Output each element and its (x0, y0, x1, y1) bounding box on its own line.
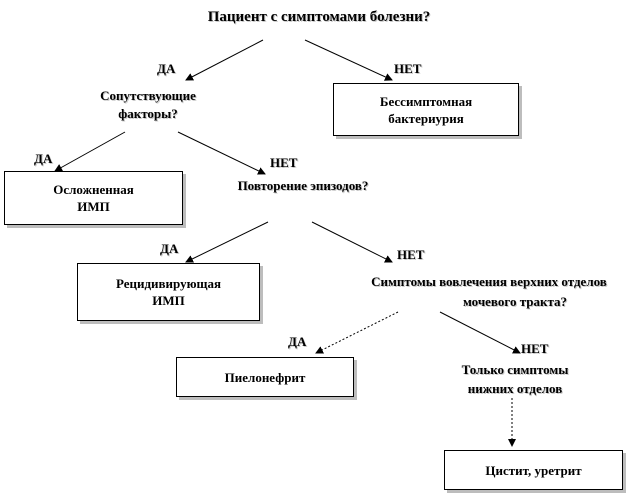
recurrence-question: Повторение эпизодов? (237, 178, 369, 193)
arrow-comorbid-yes (54, 131, 126, 172)
comorbid-question: Сопутствующие факторы? (78, 87, 218, 123)
pyelonephritis-label: Пиелонефрит (224, 369, 306, 385)
recurrent-line-2: ИМП (152, 293, 185, 308)
no-label-recurrence: НЕТ (397, 247, 425, 262)
asymptomatic-line-2: бактериурия (388, 110, 464, 126)
pyelonephritis-box: Пиелонефрит (176, 357, 354, 397)
arrow-root-no (304, 39, 393, 81)
asymptomatic-line-1: Бессимптомная (379, 93, 473, 109)
arrow-comorbid-no (177, 131, 266, 175)
cystitis-box: Цистит, уретрит (444, 450, 623, 490)
asymptomatic-box: Бессимптомная бактериурия (333, 83, 519, 136)
root-question: Пациент с симптомами болезни? (207, 9, 431, 25)
upper-line-2: мочевого тракта? (462, 294, 568, 309)
recurrent-line-1: Рецидивирующая (115, 276, 222, 291)
complicated-line-1: Осложненная (53, 182, 134, 197)
upper-tract-question: Симптомы вовлечения верхних отделов моче… (335, 272, 635, 312)
arrow-upper-no (439, 311, 521, 354)
lower-line-2: нижних отделов (467, 381, 563, 396)
lower-tract-question: Только симптомы нижних отделов (450, 360, 580, 398)
upper-line-1: Симптомы вовлечения верхних отделов (371, 274, 607, 289)
arrow-recurrence-yes (185, 221, 269, 263)
comorbid-line-2: факторы? (118, 106, 178, 121)
comorbid-line-1: Сопутствующие (100, 88, 196, 103)
yes-label-comorbid: ДА (34, 151, 53, 166)
arrow-recurrence-no (311, 221, 393, 263)
cystitis-label: Цистит, уретрит (485, 462, 582, 478)
yes-label-root: ДА (157, 61, 176, 76)
lower-line-1: Только симптомы (461, 362, 569, 377)
complicated-line-2: ИМП (77, 199, 110, 214)
yes-label-recurrence: ДА (160, 241, 179, 256)
arrow-root-yes (185, 39, 264, 81)
recurrent-box: Рецидивирующая ИМП (77, 263, 260, 321)
yes-label-upper: ДА (288, 334, 307, 349)
arrow-upper-yes (315, 311, 399, 354)
no-label-comorbid: НЕТ (270, 155, 298, 170)
no-label-root: НЕТ (394, 61, 422, 76)
no-label-upper: НЕТ (521, 341, 549, 356)
complicated-box: Осложненная ИМП (4, 171, 183, 225)
